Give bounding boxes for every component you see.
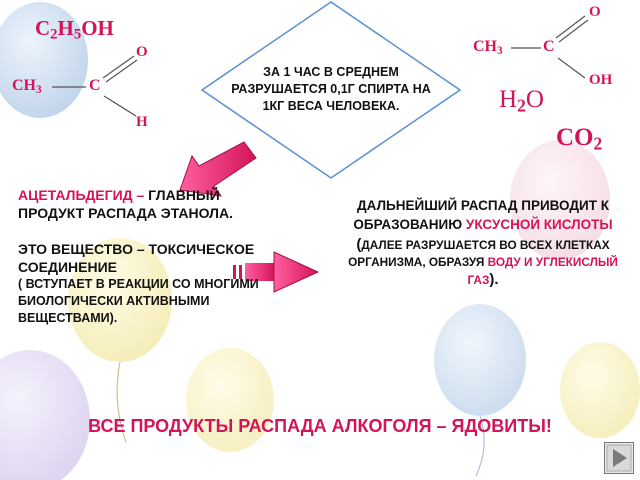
acetaldehyde-highlight: Ацетальдегид – xyxy=(18,187,145,203)
bottom-warning: Все продукты распада алкоголя – ядовиты! xyxy=(88,416,552,436)
left-paragraph-3: ( вступает в реакции со многими биологич… xyxy=(18,277,259,325)
acetic-ch3: CH3 xyxy=(473,38,503,57)
acetaldehyde-o: O xyxy=(136,44,148,60)
right-paren-open: ( xyxy=(356,236,362,253)
left-text-block: Ацетальдегид – главный продукт распада э… xyxy=(18,186,288,327)
acetic-ch: CH xyxy=(473,38,497,55)
left-line-1-rest: главный продукт распада этанола. xyxy=(18,187,233,221)
acetaldehyde-ch3: CH3 xyxy=(12,77,42,96)
co2-formula: CO2 xyxy=(556,124,602,154)
bond-line xyxy=(558,19,589,43)
right-text-block: Дальнейший распад приводит к образованию… xyxy=(338,196,628,289)
bond-line xyxy=(103,95,137,117)
balloon-string xyxy=(475,415,485,477)
co2-sub: 2 xyxy=(593,133,603,154)
diamond-text: За 1 час в среднем разрушается 0,1г спир… xyxy=(231,65,431,113)
balloon-shape xyxy=(560,342,640,438)
right-line-2: далее разрушается во всех клетках органи… xyxy=(348,238,610,269)
play-icon xyxy=(604,442,634,474)
balloon-shape xyxy=(186,348,274,452)
ethanol-c-sub: 2 xyxy=(50,26,58,43)
co2-co: CO xyxy=(556,124,594,151)
right-paragraph-2: (далее разрушается во всех клетках орган… xyxy=(338,236,628,289)
next-slide-button[interactable] xyxy=(604,442,634,474)
right-paren-close: ). xyxy=(489,271,499,288)
balloon-shape xyxy=(510,140,610,260)
arrow-right xyxy=(233,251,320,293)
water-h-sub: 2 xyxy=(517,95,526,116)
acetic-oh: OH xyxy=(589,72,613,88)
right-paragraph-1: Дальнейший распад приводит к образованию… xyxy=(338,196,628,234)
water-formula: H2O xyxy=(499,86,544,116)
arrow-down-left xyxy=(179,141,257,197)
acetaldehyde-c: C xyxy=(89,77,101,94)
ethanol-h: H xyxy=(57,16,74,40)
acetic-o: O xyxy=(589,4,601,20)
diamond-shape xyxy=(200,1,462,179)
balloon-shape xyxy=(434,304,526,416)
bond-line xyxy=(555,15,586,39)
water-h: H xyxy=(499,86,518,113)
ethanol-oh: OH xyxy=(81,16,114,40)
left-paragraph-1: Ацетальдегид – главный продукт распада э… xyxy=(18,186,288,222)
ethanol-formula: C2H5OH xyxy=(35,16,114,44)
acetaldehyde-ch-sub: 3 xyxy=(36,83,42,96)
acetaldehyde-h: H xyxy=(136,114,148,130)
left-paragraph-2: Это вещество – токсическое соединение xyxy=(18,241,255,275)
balloon-shape xyxy=(0,350,90,480)
bond-line xyxy=(102,55,135,79)
balloon-shape xyxy=(68,238,172,362)
balloon-shape xyxy=(0,2,88,118)
water-o: O xyxy=(525,86,544,113)
bond-line xyxy=(557,57,586,79)
acetic-acid-highlight: уксусной кислоты xyxy=(465,217,613,232)
bond-line xyxy=(105,59,138,83)
acetic-ch-sub: 3 xyxy=(497,44,503,57)
acetaldehyde-ch: CH xyxy=(12,77,36,94)
balloon-string xyxy=(116,361,127,443)
ethanol-h-sub: 5 xyxy=(73,26,82,43)
right-line-1: Дальнейший распад приводит к образованию xyxy=(353,198,609,232)
acetic-c: C xyxy=(543,38,555,55)
ethanol-c: C xyxy=(35,16,51,40)
water-co2-highlight: воду и углекислый газ xyxy=(467,255,618,287)
